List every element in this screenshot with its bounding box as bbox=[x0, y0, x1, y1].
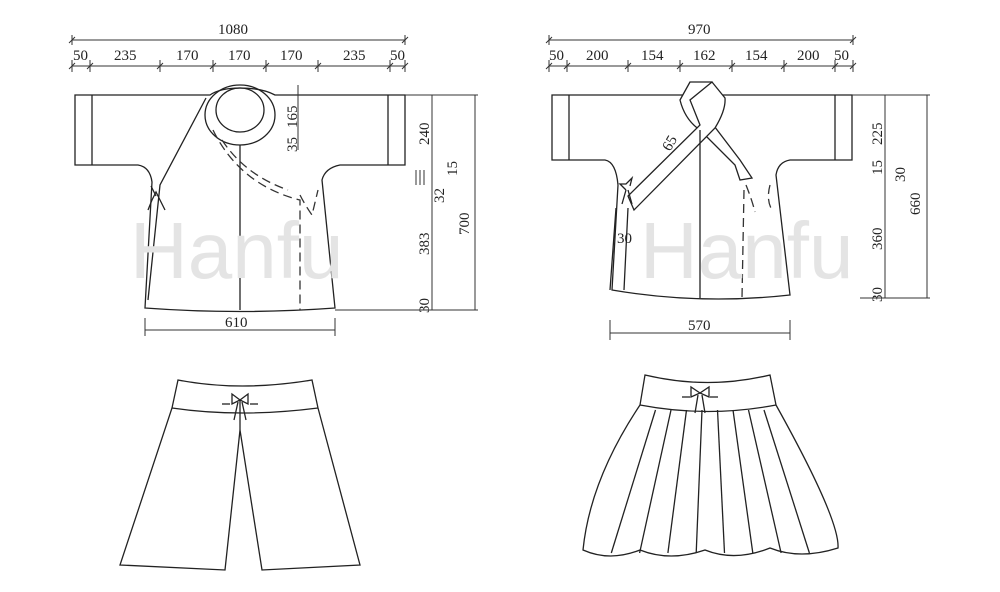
pleat-line bbox=[610, 409, 657, 554]
dim-segment: 50 bbox=[390, 48, 405, 64]
dim-segment: 170 bbox=[280, 48, 303, 64]
dim-side: 30 bbox=[870, 287, 886, 302]
dim-side: 225 bbox=[870, 123, 886, 146]
dimension-tick-slash bbox=[849, 62, 857, 70]
dim-total-length: 660 bbox=[908, 193, 924, 216]
jacket-dimensions: 1080 50 235 170 170 170 235 50 165 35 24… bbox=[68, 22, 478, 336]
dimension-tick-slash bbox=[624, 62, 632, 70]
dim-segment: 154 bbox=[641, 48, 664, 64]
dimension-tick-slash bbox=[831, 62, 839, 70]
dim-neck-depth: 165 bbox=[285, 106, 301, 129]
dimension-tick-slash bbox=[849, 36, 857, 44]
shorts-drawing bbox=[119, 379, 361, 571]
dimension-tick-slash bbox=[780, 62, 788, 70]
dim-side: 383 bbox=[417, 233, 433, 256]
dim-hem-width: 610 bbox=[225, 315, 248, 331]
dimension-tick-slash bbox=[68, 36, 76, 44]
dim-side: 30 bbox=[893, 167, 909, 182]
dim-segment: 50 bbox=[834, 48, 849, 64]
dim-hem-width: 570 bbox=[688, 318, 711, 334]
dim-segment: 50 bbox=[549, 48, 564, 64]
dimension-tick-slash bbox=[86, 62, 94, 70]
dim-segment: 50 bbox=[73, 48, 88, 64]
dim-segment: 200 bbox=[586, 48, 609, 64]
dim-segment: 154 bbox=[745, 48, 768, 64]
pleat-line bbox=[747, 409, 782, 554]
dim-side: 240 bbox=[417, 123, 433, 146]
watermark-left: Hanfu bbox=[130, 206, 343, 295]
dim-collar-width: 65 bbox=[660, 133, 681, 154]
watermark-right: Hanfu bbox=[640, 206, 853, 295]
dimension-tick-slash bbox=[401, 36, 409, 44]
dimension-tick-slash bbox=[401, 62, 409, 70]
dimension-tick-slash bbox=[156, 62, 164, 70]
pleated-skirt-drawing bbox=[582, 374, 839, 557]
pleat-line bbox=[732, 409, 754, 554]
pleat-line bbox=[763, 409, 811, 554]
dim-total-width: 1080 bbox=[218, 22, 248, 38]
dim-total-length: 700 bbox=[457, 213, 473, 236]
dimension-tick-slash bbox=[68, 62, 76, 70]
dim-side: 15 bbox=[445, 161, 461, 176]
dim-segment: 170 bbox=[176, 48, 199, 64]
dimension-tick-slash bbox=[545, 36, 553, 44]
dim-side: 15 bbox=[870, 160, 886, 175]
dimension-tick-slash bbox=[563, 62, 571, 70]
dim-side: 30 bbox=[417, 298, 433, 313]
pleat-line bbox=[667, 409, 688, 554]
dimension-tick-slash bbox=[262, 62, 270, 70]
pleat-line bbox=[695, 409, 703, 554]
dim-segment: 200 bbox=[797, 48, 820, 64]
dim-segment: 170 bbox=[228, 48, 251, 64]
dim-segment: 235 bbox=[114, 48, 137, 64]
dim-side: 360 bbox=[870, 228, 886, 251]
dim-side: 32 bbox=[432, 188, 448, 203]
dimension-tick-slash bbox=[545, 62, 553, 70]
dimension-tick-slash bbox=[314, 62, 322, 70]
dim-segment: 235 bbox=[343, 48, 366, 64]
dim-total-width: 970 bbox=[688, 22, 711, 38]
dimension-tick-slash bbox=[728, 62, 736, 70]
dim-placket-width: 30 bbox=[617, 231, 632, 247]
pleat-line bbox=[716, 409, 726, 554]
dimension-tick-slash bbox=[386, 62, 394, 70]
pleat-line bbox=[638, 409, 672, 554]
dimension-tick-slash bbox=[209, 62, 217, 70]
crossed-collar-jacket-dimensions: 970 50 200 154 162 154 200 50 65 30 225 … bbox=[545, 22, 930, 340]
jacket-drawing bbox=[74, 84, 406, 313]
dimension-tick-slash bbox=[676, 62, 684, 70]
dim-collar-width: 35 bbox=[285, 137, 301, 152]
dim-segment: 162 bbox=[693, 48, 716, 64]
crossed-collar-jacket-drawing bbox=[551, 81, 853, 300]
